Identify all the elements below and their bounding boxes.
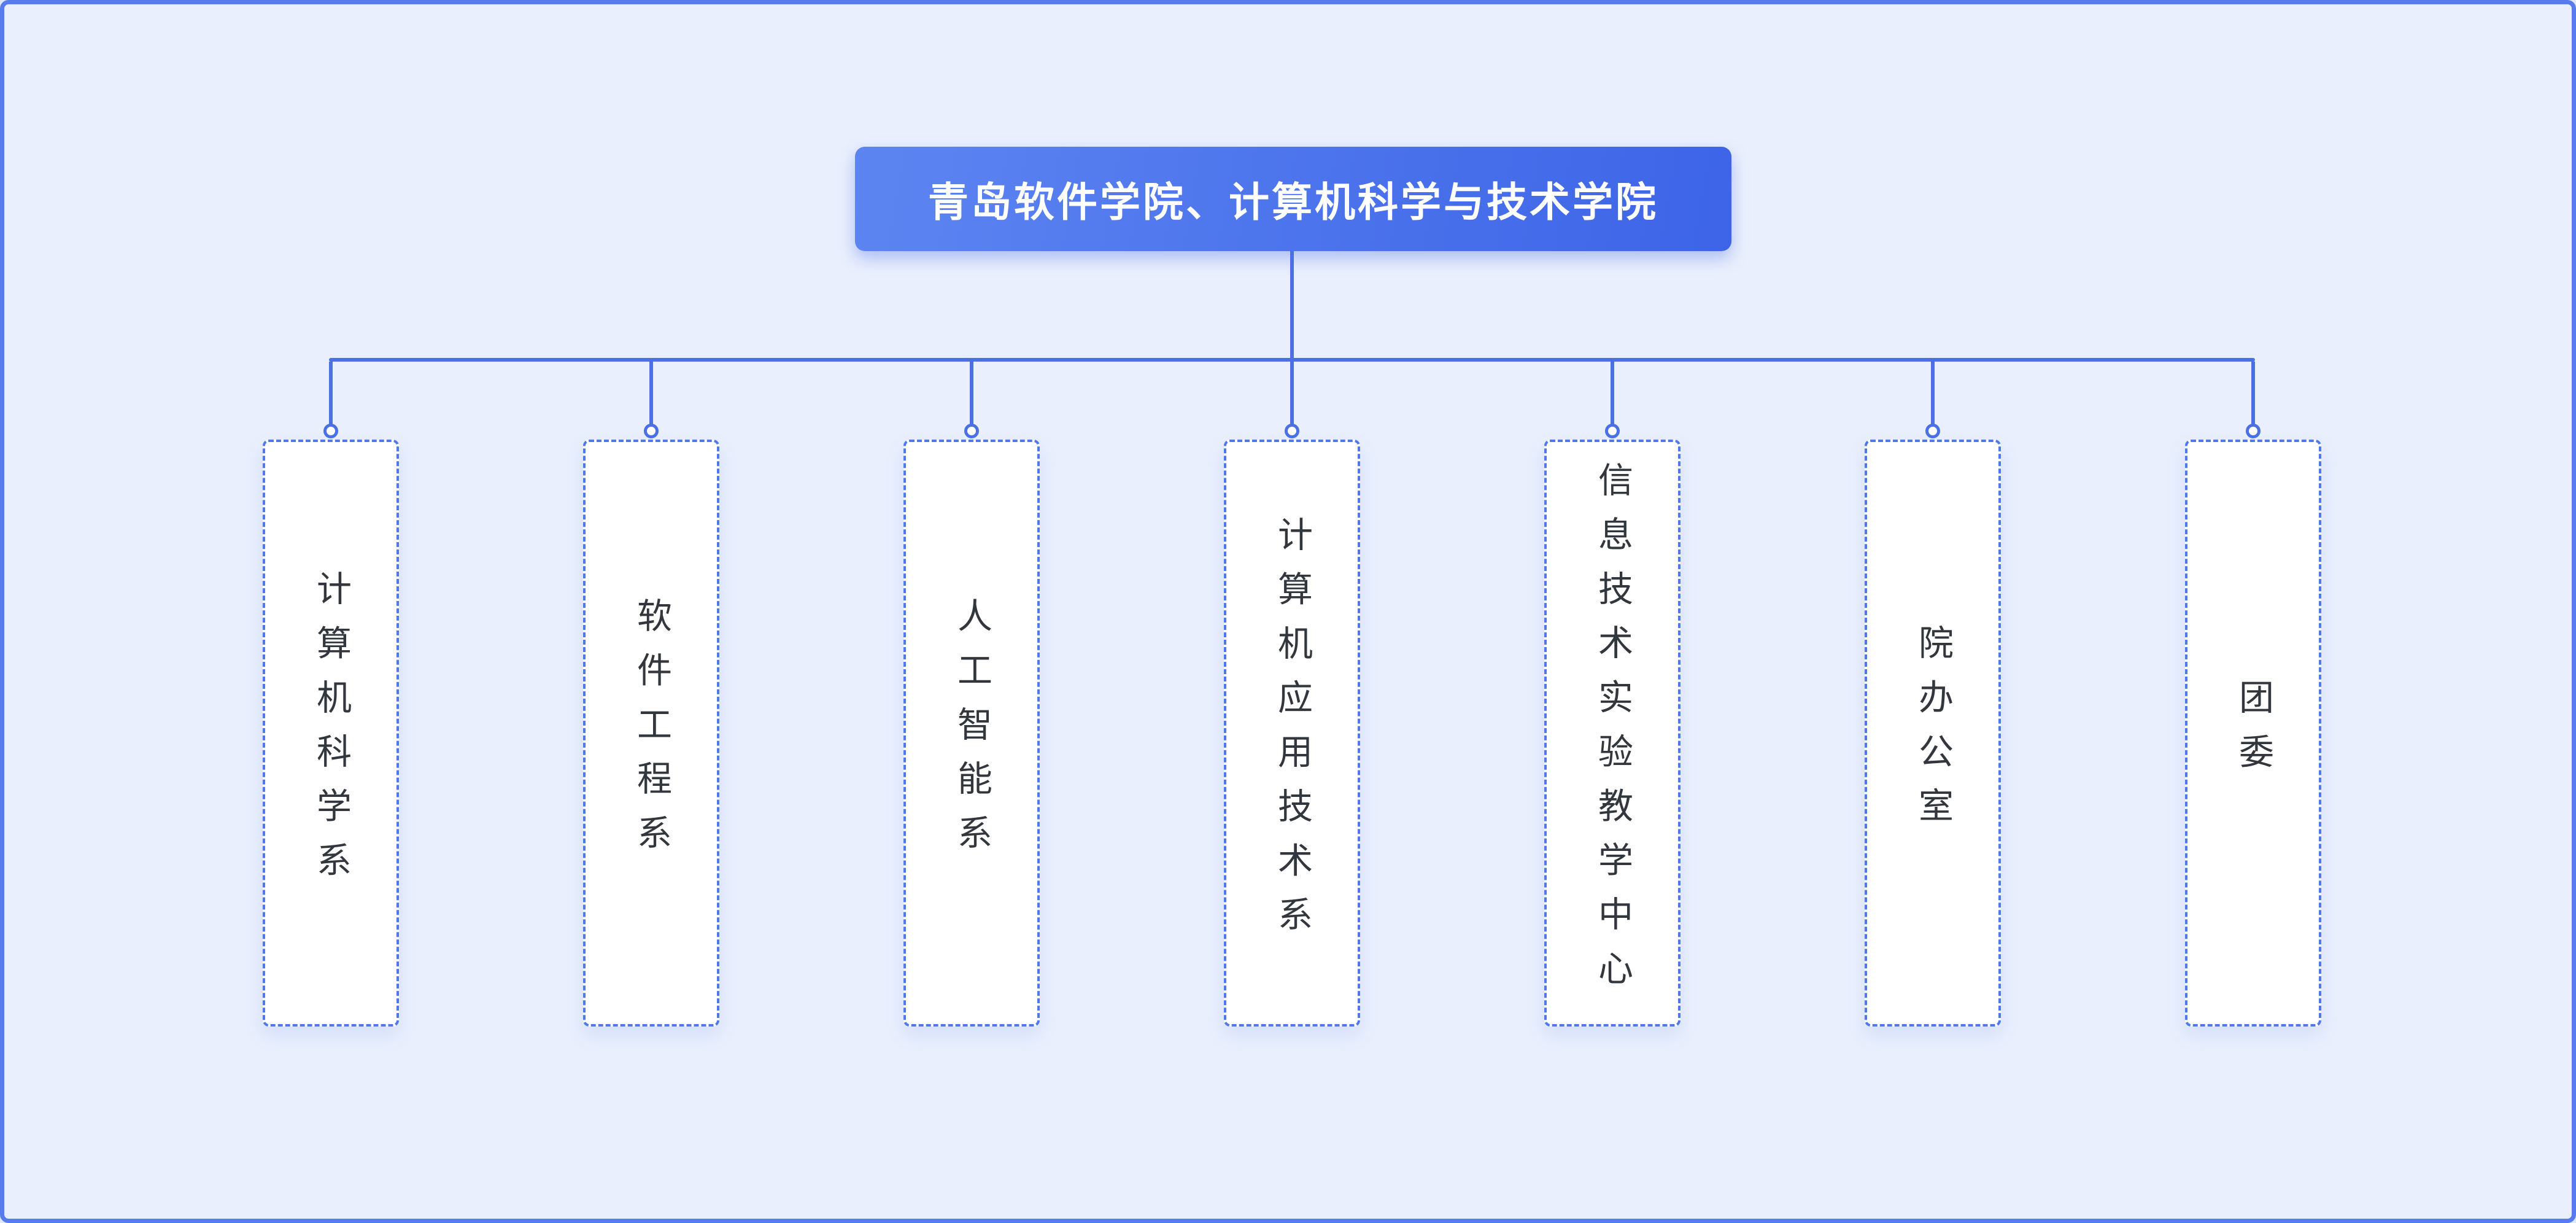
branch-youth-league-committee: 团委 [2185,362,2321,1027]
connector-drop [329,362,333,425]
connector-drop [970,362,973,425]
connector-drop [1611,362,1614,425]
connector-drop [2251,362,2255,425]
branch-computer-application-technology: 计算机应用技术系 [1224,362,1360,1027]
node-box: 院办公室 [1865,440,2001,1027]
node-label: 软件工程系 [632,597,671,869]
connector-drop [1931,362,1935,425]
node-box: 团委 [2185,440,2321,1027]
connector-ring [1285,424,1299,438]
connector-ring [1925,424,1940,438]
branch-software-engineering: 软件工程系 [583,362,719,1027]
connector-stem [1290,251,1294,359]
branch-artificial-intelligence: 人工智能系 [903,362,1040,1027]
branch-it-experimental-teaching-center: 信息技术实验教学中心 [1544,362,1681,1027]
node-box: 信息技术实验教学中心 [1544,440,1681,1027]
node-box: 计算机应用技术系 [1224,440,1360,1027]
connector-drop [1290,362,1294,425]
node-label: 计算机应用技术系 [1272,516,1312,950]
branch-computer-science: 计算机科学系 [263,362,399,1027]
node-label: 院办公室 [1913,624,1953,842]
connector-ring [644,424,659,438]
node-label: 团委 [2234,678,2273,788]
root-node-label: 青岛软件学院、计算机科学与技术学院 [928,179,1658,225]
connector-ring [2246,424,2261,438]
connector-horizontal [329,358,2255,362]
root-node: 青岛软件学院、计算机科学与技术学院 [855,147,1731,251]
node-label: 计算机科学系 [311,570,351,896]
branch-college-office: 院办公室 [1865,362,2001,1027]
connector-ring [964,424,979,438]
connector-drop [649,362,653,425]
connector-ring [1605,424,1620,438]
node-box: 计算机科学系 [263,440,399,1027]
node-label: 信息技术实验教学中心 [1593,462,1633,1004]
connector-ring [323,424,338,438]
node-box: 软件工程系 [583,440,719,1027]
node-label: 人工智能系 [952,597,992,869]
node-box: 人工智能系 [903,440,1040,1027]
